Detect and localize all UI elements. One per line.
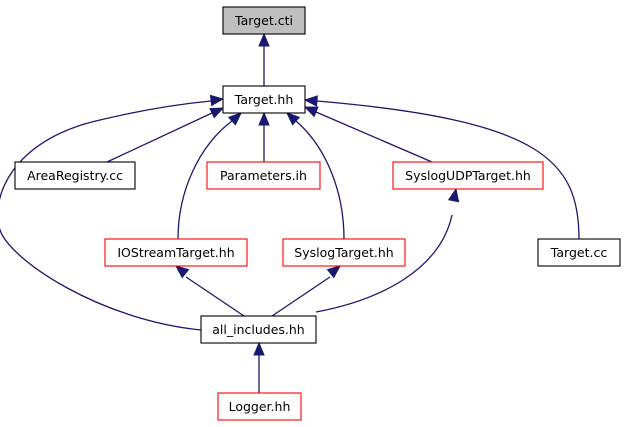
node-label: Logger.hh (229, 399, 291, 414)
edges-layer (0, 32, 580, 393)
edge-logger_hh-to-all_includes_hh (253, 341, 265, 393)
edge-line (316, 100, 580, 240)
edge-all_includes_hh-to-iostreamtarget_hh (174, 265, 245, 317)
arrowhead-icon (258, 32, 270, 47)
node-label: Target.hh (234, 92, 294, 107)
edge-target_cc-to-target_hh (303, 95, 580, 240)
node-label: Target.cc (550, 245, 608, 260)
edge-all_includes_hh-to-target_hh (0, 94, 225, 331)
node-label: SyslogUDPTarget.hh (405, 168, 531, 183)
edge-line (185, 276, 245, 317)
edge-all_includes_hh-to-syslogudptarget_hh (315, 187, 460, 313)
node-box (217, 392, 302, 421)
arrowhead-icon (174, 265, 190, 279)
edge-arearegistry_cc-to-target_hh (106, 107, 225, 163)
arrowhead-icon (209, 107, 225, 119)
node-label: Parameters.ih (220, 168, 307, 183)
edge-parameters_ih-to-target_hh (258, 111, 270, 162)
node-label: AreaRegistry.cc (27, 168, 123, 183)
node-arearegistry-cc[interactable]: AreaRegistry.cc (14, 161, 136, 190)
node-label: all_includes.hh (212, 322, 304, 337)
arrowhead-icon (209, 94, 225, 107)
edge-line (315, 111, 433, 163)
node-box (392, 161, 544, 190)
node-box (200, 315, 317, 344)
edge-line (177, 120, 233, 240)
node-syslogtarget-hh[interactable]: SyslogTarget.hh (282, 238, 406, 267)
node-all-includes-hh[interactable]: all_includes.hh (200, 315, 317, 344)
node-label: IOStreamTarget.hh (117, 245, 234, 260)
edge-line (295, 120, 345, 240)
edge-line (271, 276, 331, 317)
edge-target_hh-to-target_cti (258, 32, 270, 86)
node-target-cti[interactable]: Target.cti (222, 6, 306, 35)
node-parameters-ih[interactable]: Parameters.ih (206, 161, 321, 190)
edge-all_includes_hh-to-syslogtarget_hh (271, 265, 342, 317)
node-iostreamtarget-hh[interactable]: IOStreamTarget.hh (104, 238, 248, 267)
node-target-hh[interactable]: Target.hh (222, 85, 306, 114)
node-box (206, 161, 321, 190)
node-target-cc[interactable]: Target.cc (537, 238, 621, 267)
edge-syslogtarget_hh-to-target_hh (286, 112, 345, 240)
node-box (14, 161, 136, 190)
arrowhead-icon (227, 112, 242, 126)
arrowhead-icon (286, 112, 301, 126)
arrowhead-icon (447, 187, 460, 203)
arrowhead-icon (253, 341, 265, 356)
node-syslogudptarget-hh[interactable]: SyslogUDPTarget.hh (392, 161, 544, 190)
edge-line (315, 214, 453, 313)
node-box (222, 6, 306, 35)
node-box (537, 238, 621, 267)
node-box (104, 238, 248, 267)
node-logger-hh[interactable]: Logger.hh (217, 392, 302, 421)
arrowhead-icon (303, 95, 318, 107)
edge-syslogudptarget_hh-to-target_hh (303, 106, 433, 163)
edge-line (106, 112, 213, 163)
arrowhead-icon (303, 106, 319, 118)
arrowhead-icon (258, 111, 270, 126)
node-label: Target.cti (234, 13, 293, 28)
edge-iostreamtarget_hh-to-target_hh (177, 112, 242, 240)
node-box (222, 85, 306, 114)
arrowhead-icon (326, 265, 342, 279)
node-label: SyslogTarget.hh (294, 245, 393, 260)
edge-line (0, 100, 212, 331)
node-box (282, 238, 406, 267)
